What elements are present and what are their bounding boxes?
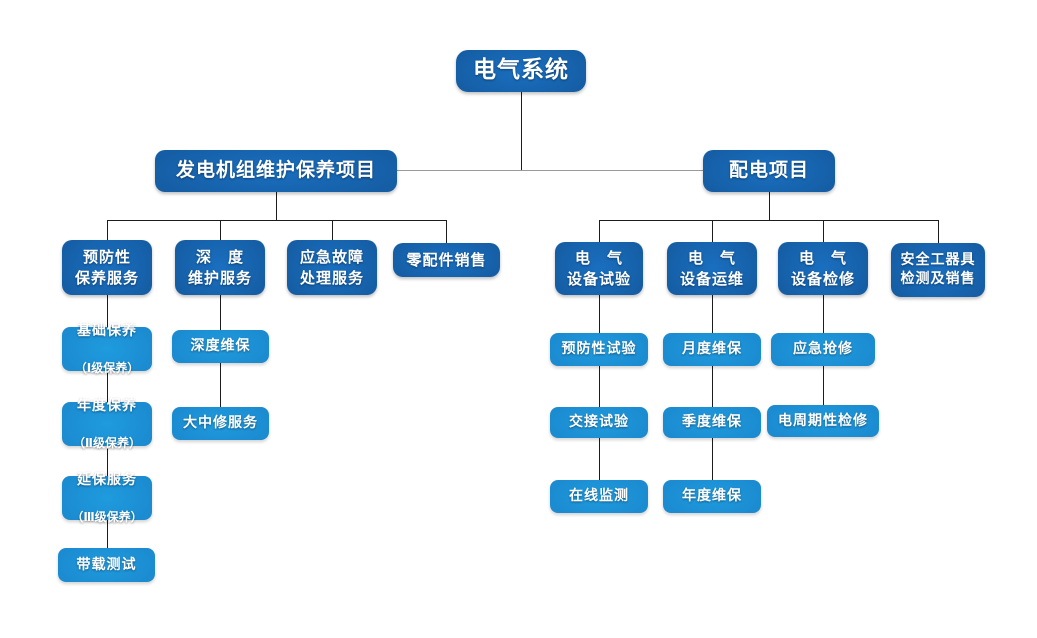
- node-electrical-equipment-overhaul: 电 气 设备检修: [778, 242, 868, 295]
- node-label: 基础保养: [77, 323, 137, 340]
- node-generator-maintenance-project: 发电机组维护保养项目: [155, 150, 397, 192]
- node-handover-test: 交接试验: [550, 407, 648, 438]
- connector-line: [599, 295, 600, 333]
- node-preventive-test: 预防性试验: [550, 333, 648, 366]
- connector-line: [823, 220, 824, 242]
- node-basic-maintenance: 基础保养 （Ⅰ级保养）: [62, 323, 152, 375]
- connector-line: [769, 192, 770, 220]
- node-distribution-project: 配电项目: [703, 150, 835, 192]
- node-preventive-maintenance-service: 预防性 保养服务: [62, 240, 152, 295]
- node-sublabel: （Ⅰ级保养）: [74, 360, 140, 375]
- connector-line: [712, 366, 713, 407]
- node-electrical-equipment-operation: 电 气 设备运维: [667, 242, 757, 295]
- node-label: 延保服务: [76, 472, 137, 489]
- connector-line: [823, 295, 824, 333]
- node-deep-maintenance: 深度维保: [172, 330, 269, 363]
- node-extended-warranty-service: 延保服务 （Ⅲ级保养）: [62, 472, 152, 524]
- connector-line: [823, 366, 824, 405]
- connector-line: [446, 220, 447, 243]
- node-electrical-system: 电气系统: [456, 50, 586, 92]
- node-online-monitoring: 在线监测: [550, 480, 648, 513]
- node-safety-tools-testing-sales: 安全工器具 检测及销售: [891, 243, 985, 297]
- connector-line: [276, 192, 277, 220]
- connector-line: [107, 446, 108, 476]
- node-electrical-equipment-testing: 电 气 设备试验: [555, 242, 643, 295]
- connector-line: [220, 295, 221, 330]
- connector-line: [712, 438, 713, 480]
- node-label: 年度保养: [77, 398, 137, 415]
- connector-line: [107, 520, 108, 548]
- node-emergency-fault-service: 应急故障 处理服务: [287, 240, 377, 295]
- connector-line: [599, 366, 600, 407]
- connector-line: [107, 295, 108, 327]
- connector-line: [107, 371, 108, 402]
- connector-line: [107, 220, 108, 240]
- node-annual-maintenance: 年度保养 （Ⅱ级保养）: [62, 398, 152, 450]
- node-quarterly-maintenance: 季度维保: [663, 407, 761, 438]
- connector-line: [712, 295, 713, 333]
- connector-line: [332, 220, 333, 240]
- connector-line: [938, 220, 939, 243]
- node-sublabel: （Ⅲ级保养）: [71, 509, 143, 524]
- connector-line: [521, 92, 522, 170]
- node-sublabel: （Ⅱ级保养）: [73, 435, 141, 450]
- connector-line: [599, 438, 600, 480]
- node-yearly-maintenance: 年度维保: [663, 480, 761, 513]
- connector-line: [220, 363, 221, 407]
- node-spare-parts-sales: 零配件销售: [393, 243, 500, 277]
- connector-line: [107, 220, 446, 221]
- node-emergency-repair: 应急抢修: [771, 333, 875, 366]
- node-deep-maintenance-service: 深 度 维护服务: [175, 240, 265, 295]
- connector-line: [599, 220, 600, 242]
- node-overhaul-service: 大中修服务: [172, 407, 269, 440]
- connector-line: [220, 220, 221, 240]
- connector-line: [397, 170, 703, 171]
- connector-line: [599, 220, 938, 221]
- node-load-test: 带载测试: [58, 548, 155, 582]
- connector-line: [712, 220, 713, 242]
- node-periodic-overhaul: 电周期性检修: [767, 405, 879, 437]
- node-monthly-maintenance: 月度维保: [663, 333, 761, 366]
